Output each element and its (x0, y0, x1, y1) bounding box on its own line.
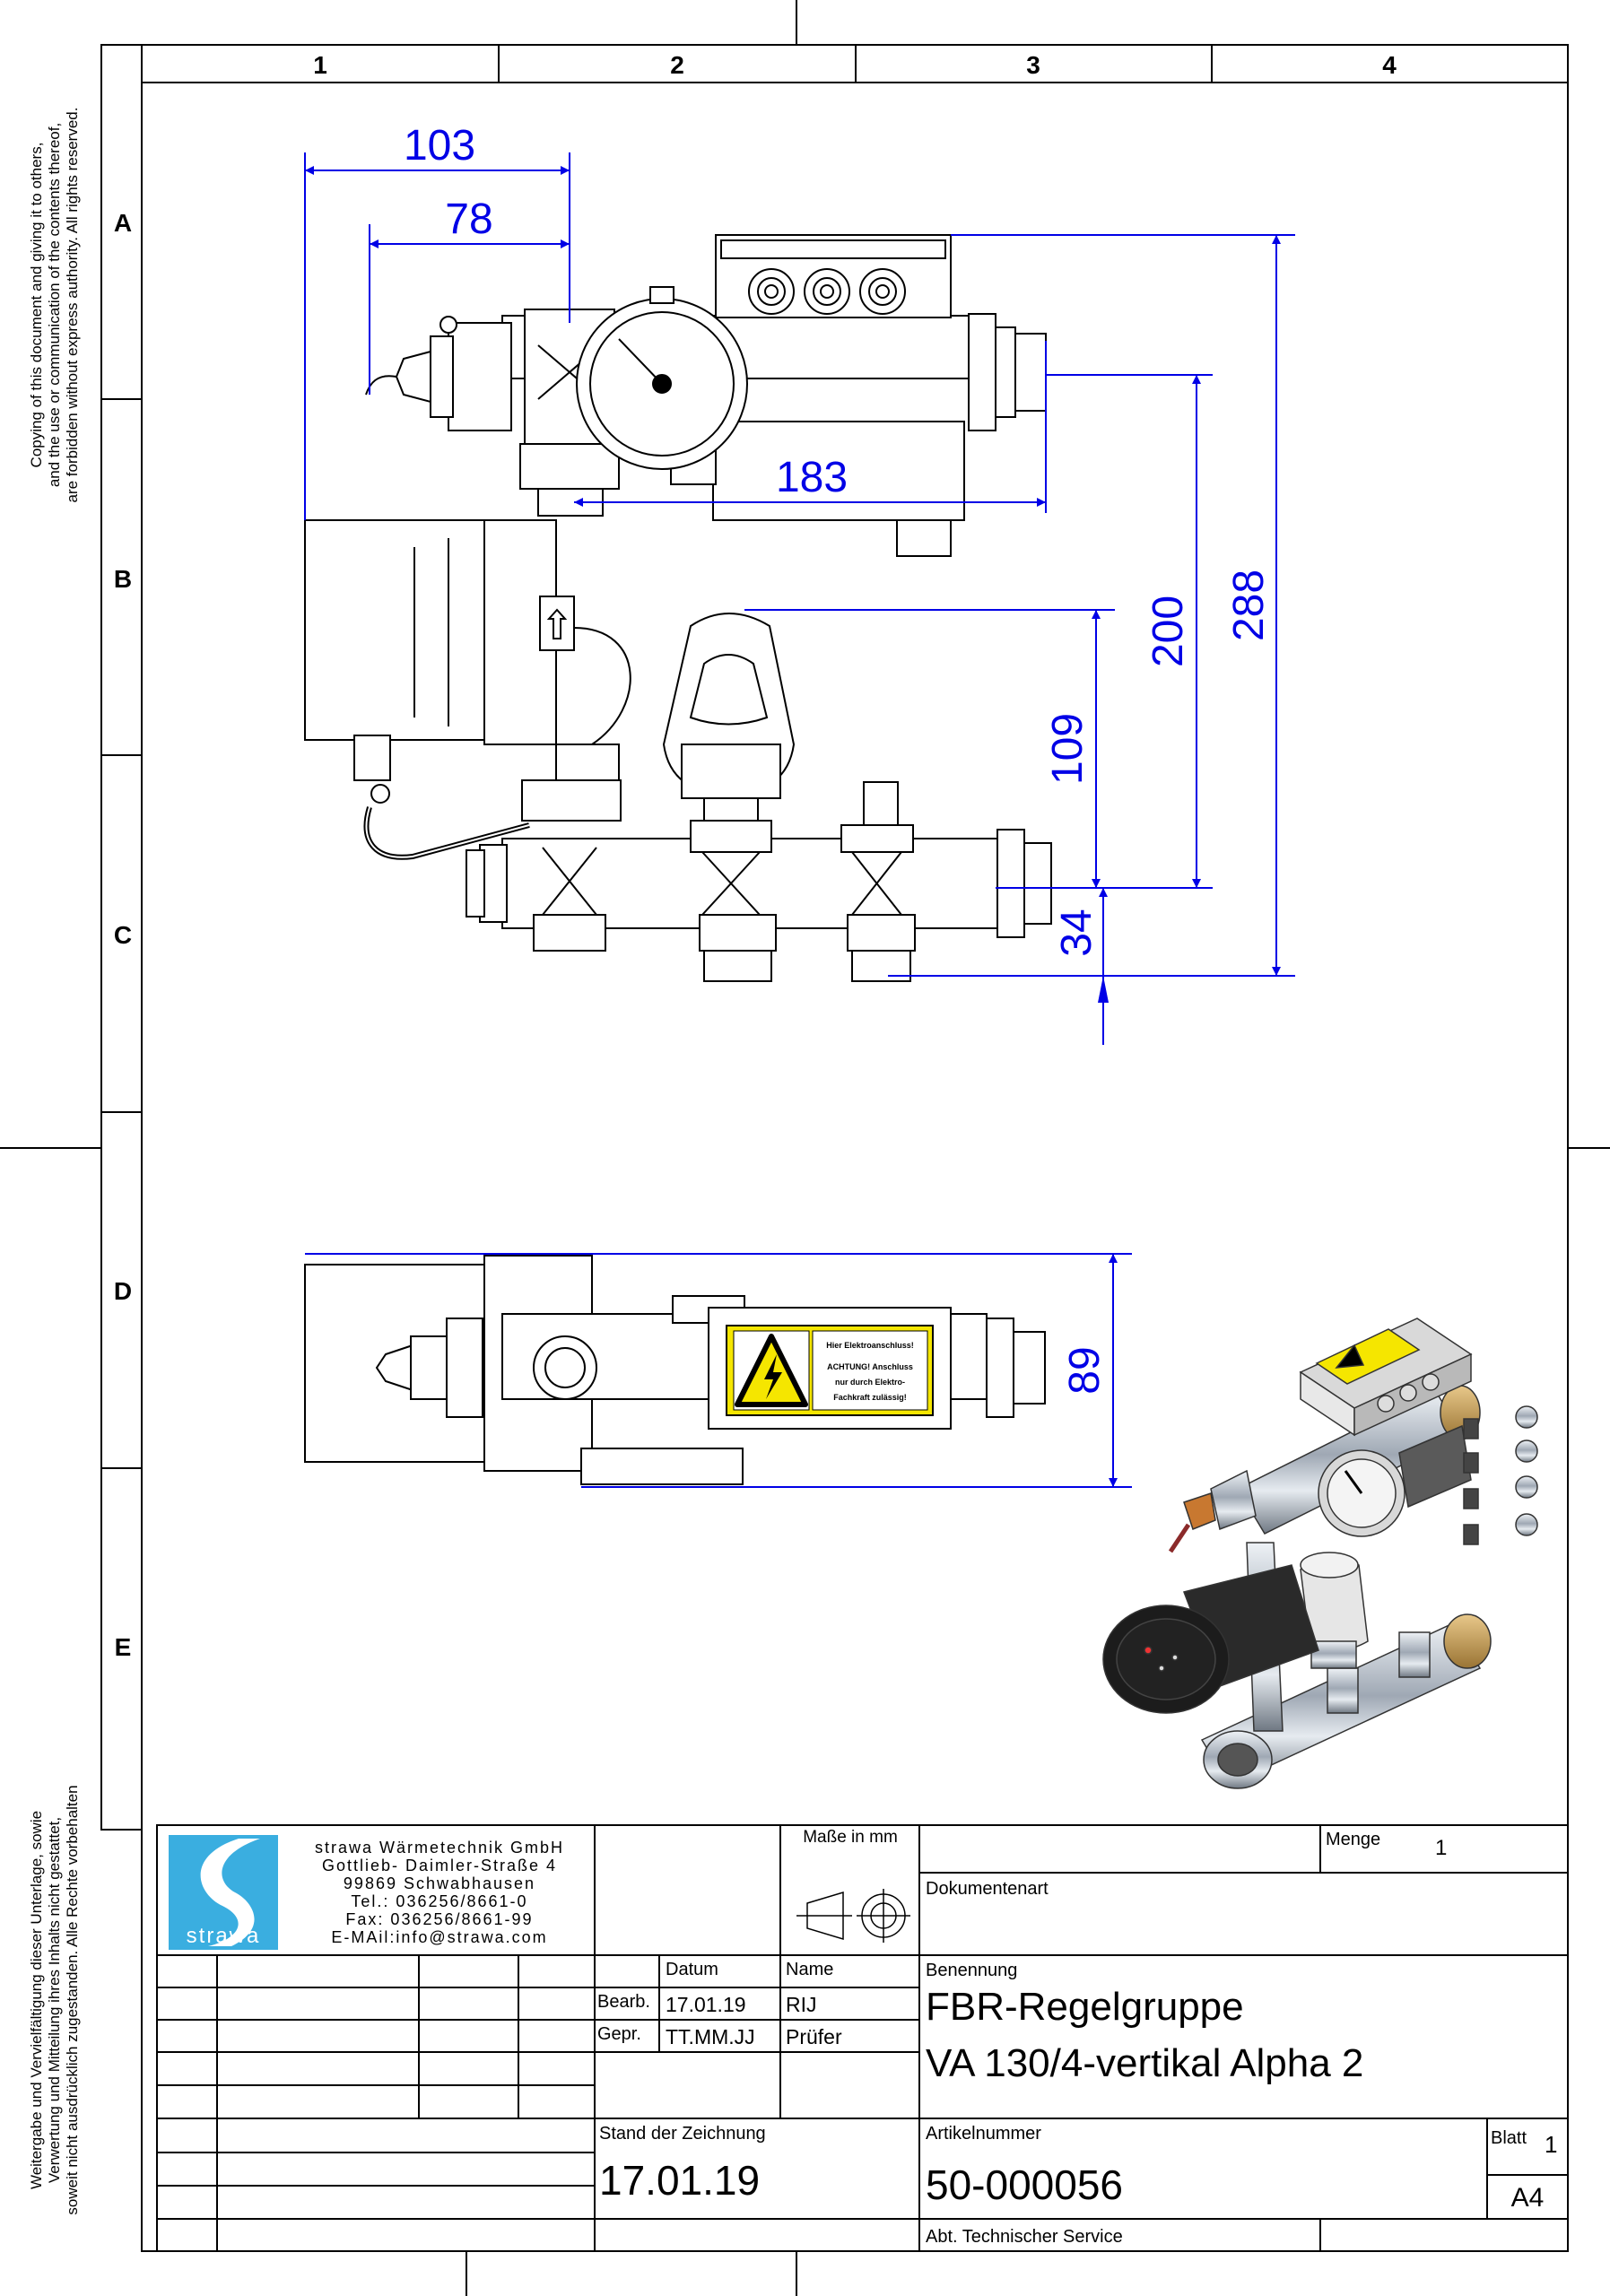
row-label-d: D (114, 1277, 132, 1305)
paper-format: A4 (1511, 2183, 1545, 2213)
checked-by-name: Prüfer (786, 2025, 842, 2048)
copyright-en-line-3: are forbidden without express authority.… (64, 108, 81, 503)
drawing-status-label: Stand der Zeichnung (599, 2124, 766, 2144)
warning-line-4: Fachkraft zulässig! (833, 1393, 907, 1402)
warning-line-1: Hier Elektroanschluss! (826, 1341, 914, 1350)
logo-wordmark: strawa (187, 1924, 261, 1948)
row-ruler: A B C D E (101, 209, 142, 1661)
drawn-by-label: Bearb. (597, 1992, 650, 2012)
checked-date: TT.MM.JJ (666, 2025, 755, 2048)
copyright-notice-en: Copying of this document and giving it t… (28, 108, 81, 503)
warning-line-2: ACHTUNG! Anschluss (827, 1362, 913, 1371)
checked-by-label: Gepr. (597, 2024, 641, 2044)
designation-line-2: VA 130/4-vertikal Alpha 2 (926, 2041, 1363, 2085)
copyright-de-line-1: Weitergabe und Vervielfältigung dieser U… (28, 1811, 45, 2189)
column-label-3: 3 (1026, 51, 1040, 79)
drawn-date: 17.01.19 (666, 1993, 746, 2016)
dimension-78: 78 (445, 196, 492, 243)
column-label-4: 4 (1382, 51, 1397, 79)
row-label-b: B (114, 565, 132, 593)
copyright-en-line-1: Copying of this document and giving it t… (28, 143, 45, 468)
title-block: strawa strawa Wärmetechnik GmbH Gottlieb… (156, 1824, 1569, 2252)
column-label-1: 1 (313, 51, 327, 79)
copyright-de-line-2: Verwertung und Mitteilung ihres Inhalts … (46, 1817, 63, 2183)
company-city: 99869 Schwabhausen (344, 1874, 535, 1892)
document-type-label: Dokumentenart (926, 1879, 1049, 1899)
units-label: Maße in mm (803, 1828, 898, 1847)
date-column-header: Datum (666, 1960, 718, 1979)
row-label-a: A (114, 209, 132, 237)
company-fax: Fax: 036256/8661-99 (345, 1910, 533, 1928)
copyright-notice-de: Weitergabe und Vervielfältigung dieser U… (28, 1785, 81, 2214)
department: Abt. Technischer Service (926, 2227, 1123, 2247)
copyright-en-line-2: and the use or communication of the cont… (46, 123, 63, 487)
top-view-drawing (304, 1255, 1046, 1485)
isometric-product-render (1102, 1318, 1538, 1789)
company-tel: Tel.: 036256/8661-0 (351, 1892, 527, 1910)
projection-symbol-icon (796, 1889, 910, 1943)
column-ruler: 1 2 3 4 (141, 44, 1569, 83)
drawing-status-date: 17.01.19 (599, 2157, 760, 2204)
electrical-warning-label: Hier Elektroanschluss! ACHTUNG! Anschlus… (726, 1325, 934, 1416)
quantity-label: Menge (1326, 1830, 1380, 1849)
designation-label: Benennung (926, 1961, 1017, 1980)
dimension-103: 103 (404, 122, 475, 170)
article-number-label: Artikelnummer (926, 2124, 1041, 2144)
dimension-lines (304, 152, 1295, 1488)
warning-line-3: nur durch Elektro- (835, 1378, 905, 1387)
dimension-109: 109 (1044, 713, 1092, 785)
dimension-183: 183 (776, 454, 848, 501)
dimension-89: 89 (1061, 1346, 1109, 1394)
strawa-logo: strawa (169, 1835, 278, 1950)
drawn-by-name: RIJ (786, 1993, 817, 2016)
dimension-values: 103 78 183 288 200 109 34 89 (404, 122, 1273, 1395)
dimension-200: 200 (1144, 596, 1192, 667)
company-address: strawa Wärmetechnik GmbH Gottlieb- Daiml… (315, 1839, 564, 1946)
sheet-number: 1 (1545, 2131, 1557, 2158)
dimension-34: 34 (1053, 909, 1101, 956)
company-email: E-MAil:info@strawa.com (331, 1928, 547, 1946)
article-number: 50-000056 (926, 2161, 1123, 2208)
company-street: Gottlieb- Daimler-Straße 4 (322, 1857, 557, 1874)
front-view-drawing (304, 234, 1052, 982)
company-name: strawa Wärmetechnik GmbH (315, 1839, 564, 1857)
sheet-label: Blatt (1491, 2128, 1527, 2148)
copyright-de-line-3: soweit nicht ausdrücklich zugestanden. A… (64, 1785, 81, 2214)
row-label-e: E (115, 1633, 132, 1661)
name-column-header: Name (786, 1960, 833, 1979)
quantity-value: 1 (1435, 1836, 1447, 1860)
strawa-swoosh-icon (200, 1839, 260, 1946)
row-label-c: C (114, 921, 132, 949)
dimension-288: 288 (1225, 570, 1273, 641)
designation-line-1: FBR-Regelgruppe (926, 1985, 1244, 2029)
column-label-2: 2 (670, 51, 684, 79)
